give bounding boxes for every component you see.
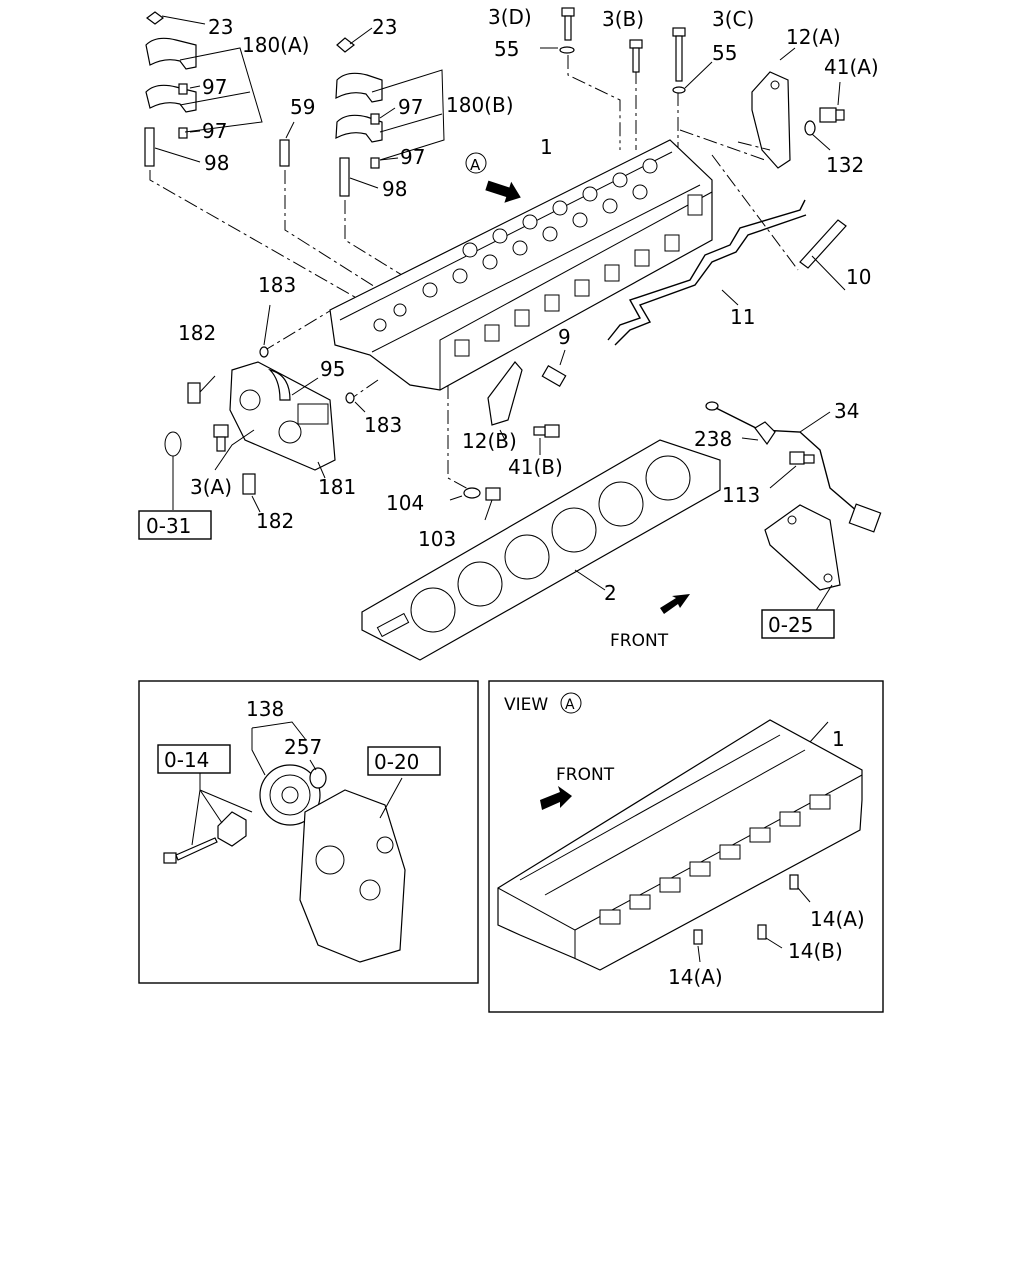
callout-98a: 98 bbox=[204, 151, 229, 175]
callout-183a: 183 bbox=[258, 273, 296, 297]
callout-14a-1: 14(A) bbox=[810, 907, 865, 931]
callout-2: 2 bbox=[604, 581, 617, 605]
marker-a: A bbox=[470, 156, 481, 174]
callout-41a: 41(A) bbox=[824, 55, 879, 79]
front-direction-arrow bbox=[465, 152, 521, 203]
head-gasket-2 bbox=[361, 439, 721, 661]
bracket-12a bbox=[737, 47, 845, 169]
callout-103: 103 bbox=[418, 527, 456, 551]
callout-98b: 98 bbox=[382, 177, 407, 201]
callout-180a: 180(A) bbox=[242, 33, 309, 57]
callout-104: 104 bbox=[386, 491, 424, 515]
callout-1-view: 1 bbox=[832, 727, 845, 751]
front-housing-181 bbox=[164, 304, 366, 513]
ref-box-0-20[interactable]: 0-20 bbox=[367, 746, 441, 776]
callout-55b: 55 bbox=[712, 41, 737, 65]
stud-59 bbox=[279, 139, 290, 167]
camshaft-bracket-180b bbox=[335, 37, 383, 197]
callout-182b: 182 bbox=[256, 509, 294, 533]
ref-0-31-label: 0-31 bbox=[146, 514, 191, 538]
ref-0-20-label: 0-20 bbox=[374, 750, 419, 774]
callout-132: 132 bbox=[826, 153, 864, 177]
view-direction-arrow bbox=[540, 786, 572, 810]
front-arrow bbox=[660, 594, 690, 614]
view-label-mark: A bbox=[565, 697, 575, 713]
callout-23b: 23 bbox=[372, 15, 397, 39]
callout-23a: 23 bbox=[208, 15, 233, 39]
callout-180b: 180(B) bbox=[446, 93, 514, 117]
callout-14a-2: 14(A) bbox=[668, 965, 723, 989]
view-a-mark-circle bbox=[560, 692, 582, 714]
callout-12b: 12(B) bbox=[462, 429, 517, 453]
callout-97d: 97 bbox=[400, 145, 425, 169]
callout-9: 9 bbox=[558, 325, 571, 349]
ref-box-0-14[interactable]: 0-14 bbox=[157, 744, 231, 774]
callout-113: 113 bbox=[722, 483, 760, 507]
timing-gear-parts bbox=[163, 721, 406, 963]
callout-238: 238 bbox=[694, 427, 732, 451]
callout-59: 59 bbox=[290, 95, 315, 119]
callout-11: 11 bbox=[730, 305, 755, 329]
sensor-9 bbox=[541, 349, 567, 388]
ref-box-0-31[interactable]: 0-31 bbox=[138, 510, 212, 540]
front-label-main: FRONT bbox=[610, 631, 669, 651]
harness-34 bbox=[705, 401, 882, 613]
bracket-12b bbox=[487, 361, 560, 455]
callout-3d: 3(D) bbox=[488, 5, 532, 29]
front-label-view: FRONT bbox=[556, 765, 615, 785]
ref-box-0-25[interactable]: 0-25 bbox=[761, 609, 835, 639]
callout-181: 181 bbox=[318, 475, 356, 499]
callout-10: 10 bbox=[846, 265, 871, 289]
callout-41b: 41(B) bbox=[508, 455, 563, 479]
callout-55a: 55 bbox=[494, 37, 519, 61]
callout-3c: 3(C) bbox=[712, 7, 754, 31]
callout-1: 1 bbox=[540, 135, 553, 159]
callout-14b: 14(B) bbox=[788, 939, 843, 963]
bracket-leaders bbox=[154, 15, 445, 189]
view-a-cylinder-head bbox=[497, 719, 863, 971]
callout-95: 95 bbox=[320, 357, 345, 381]
callout-97c: 97 bbox=[398, 95, 423, 119]
camshaft-bracket-180a bbox=[144, 11, 197, 167]
cylinder-head bbox=[329, 139, 713, 391]
callout-138: 138 bbox=[246, 697, 284, 721]
view-label: VIEW bbox=[504, 695, 548, 715]
callout-182a: 182 bbox=[178, 321, 216, 345]
callout-3b: 3(B) bbox=[602, 7, 644, 31]
harness-11 bbox=[607, 154, 807, 346]
callout-97b: 97 bbox=[202, 119, 227, 143]
callout-97a: 97 bbox=[202, 75, 227, 99]
head-bolts bbox=[540, 7, 713, 94]
glow-plug-10 bbox=[799, 219, 847, 291]
callout-12a: 12(A) bbox=[786, 25, 841, 49]
install-lines bbox=[149, 55, 766, 491]
callout-3a: 3(A) bbox=[190, 475, 232, 499]
plug-103 bbox=[449, 487, 501, 521]
ref-0-25-label: 0-25 bbox=[768, 613, 813, 637]
callout-257: 257 bbox=[284, 735, 322, 759]
inset-timing-gear bbox=[138, 680, 479, 984]
callout-183b: 183 bbox=[364, 413, 402, 437]
inset-view-a bbox=[488, 680, 884, 1013]
ref-0-14-label: 0-14 bbox=[164, 748, 209, 772]
callout-34: 34 bbox=[834, 399, 859, 423]
